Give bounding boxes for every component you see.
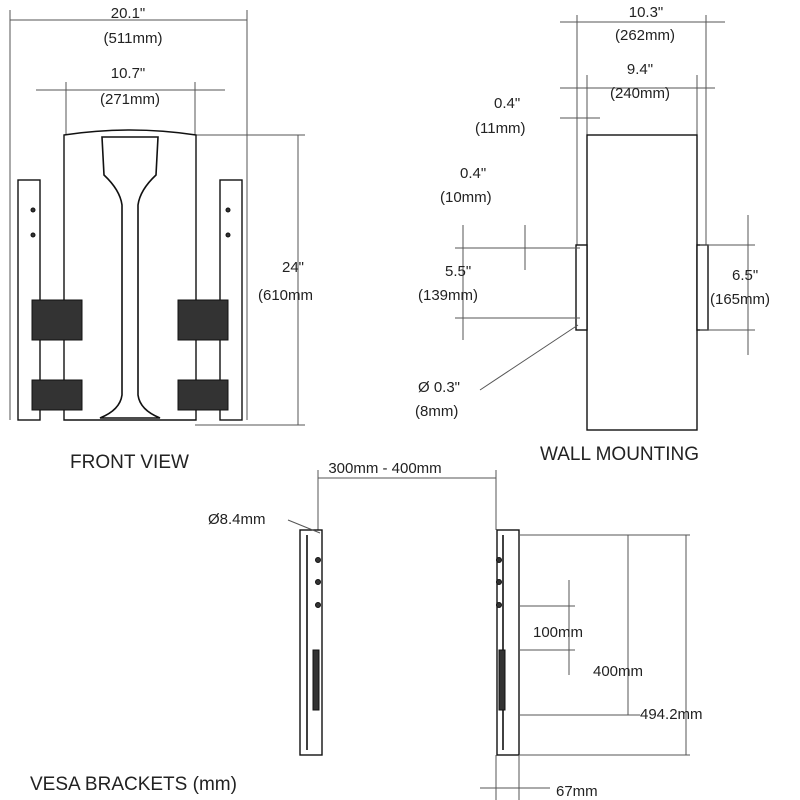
vesa-brackets-view: 300mm - 400mm Ø8.4mm 100mm 400mm 494.2mm… [30,460,703,800]
inner-width-mm: (271mm) [100,91,160,108]
offset2-mm: (10mm) [440,189,492,206]
front-view-title: FRONT VIEW [70,452,189,473]
left-span-inches: 5.5" [445,263,471,280]
vesa-bracket-left [299,529,323,756]
wall-mounting-title: WALL MOUNTING [540,444,699,465]
left-span-mm: (139mm) [418,287,478,304]
outer-width-mm: (262mm) [615,27,675,44]
vesa-hole-diameter: Ø8.4mm [208,511,266,528]
vesa-hole-pitch: 100mm [533,624,583,641]
width-inches: 20.1" [111,5,146,22]
front-view: 20.1" (511mm) 10.7" (271mm) 24" (610mm F… [9,5,313,473]
offset1-inches: 0.4" [494,95,520,112]
height-mm: (610mm [258,287,313,304]
wall-mounting-view: 10.3" (262mm) 9.4" (240mm) 0.4" (11mm) 0… [415,4,770,465]
inner-width-mm: (240mm) [610,85,670,102]
inner-width-inches: 9.4" [627,61,653,78]
right-span-mm: (165mm) [710,291,770,308]
vesa-range: 400mm [593,663,643,680]
display-body [63,129,197,421]
outer-width-inches: 10.3" [629,4,664,21]
hole-leader-line [479,324,579,391]
vesa-bracket-right [496,529,520,756]
offset1-mm: (11mm) [475,120,526,137]
hole-leader-line [287,519,321,534]
bracket-length: 494.2mm [640,706,703,723]
bracket-depth: 67mm [556,783,598,800]
offset2-inches: 0.4" [460,165,486,182]
vesa-brackets-title: VESA BRACKETS (mm) [30,774,237,795]
hole-diameter-mm: (8mm) [415,403,458,420]
wall-plate [586,134,698,431]
vesa-spacing: 300mm - 400mm [328,460,441,477]
inner-width-inches: 10.7" [111,65,146,82]
width-mm: (511mm) [104,30,163,47]
right-span-inches: 6.5" [732,267,758,284]
hole-diameter-inches: Ø 0.3" [418,379,460,396]
height-inches: 24" [282,259,304,276]
